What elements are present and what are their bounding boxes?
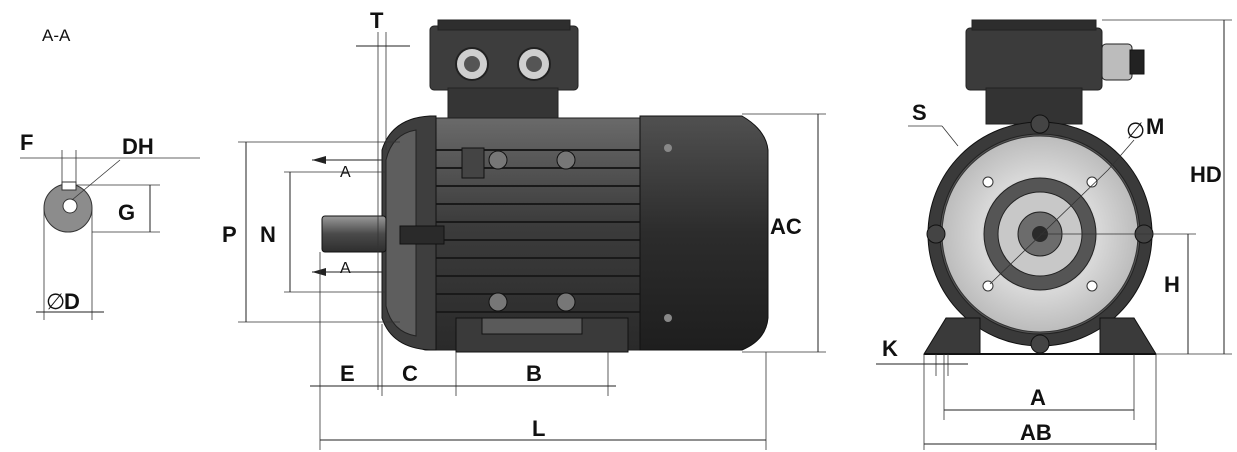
dim-label-S: S xyxy=(912,100,927,125)
dim-label-L: L xyxy=(532,416,545,441)
dim-label-P: P xyxy=(222,222,237,247)
dim-label-HD: HD xyxy=(1190,162,1222,187)
dim-label-F: F xyxy=(20,130,33,155)
dim-label-T: T xyxy=(370,8,384,33)
section-label: A-A xyxy=(42,26,71,45)
diameter-symbol-D: ∅ xyxy=(46,289,65,314)
keyway xyxy=(61,181,77,191)
section-view: A-A F DH G ∅ D xyxy=(20,26,200,320)
dim-label-A: A xyxy=(1030,385,1046,410)
dim-label-AB: AB xyxy=(1020,420,1052,445)
fan-cover xyxy=(639,115,769,351)
dim-label-E: E xyxy=(340,361,355,386)
shaft-center-hole xyxy=(62,198,78,214)
terminal-box xyxy=(429,25,579,91)
front-terminal-box xyxy=(965,27,1103,91)
dim-label-H: H xyxy=(1164,272,1180,297)
diameter-symbol-M: ∅ xyxy=(1126,118,1145,143)
dim-label-C: C xyxy=(402,361,418,386)
front-cable-gland xyxy=(1101,43,1133,81)
dim-label-AC: AC xyxy=(770,214,802,239)
front-view: ∅ M S HD H K A AB xyxy=(876,19,1232,450)
dim-label-DH: DH xyxy=(122,134,154,159)
side-view: A A T P N AC E C B L xyxy=(222,8,826,450)
dim-label-N: N xyxy=(260,222,276,247)
section-marker-bottom: A xyxy=(340,260,351,277)
dim-label-G: G xyxy=(118,200,135,225)
shaft xyxy=(321,215,387,253)
cooling-fins xyxy=(428,149,645,313)
section-marker-top: A xyxy=(340,164,351,181)
dim-label-M: M xyxy=(1146,114,1164,139)
dim-label-K: K xyxy=(882,336,898,361)
dim-label-B: B xyxy=(526,361,542,386)
dim-label-D: D xyxy=(64,289,80,314)
motor-frame xyxy=(419,117,651,351)
